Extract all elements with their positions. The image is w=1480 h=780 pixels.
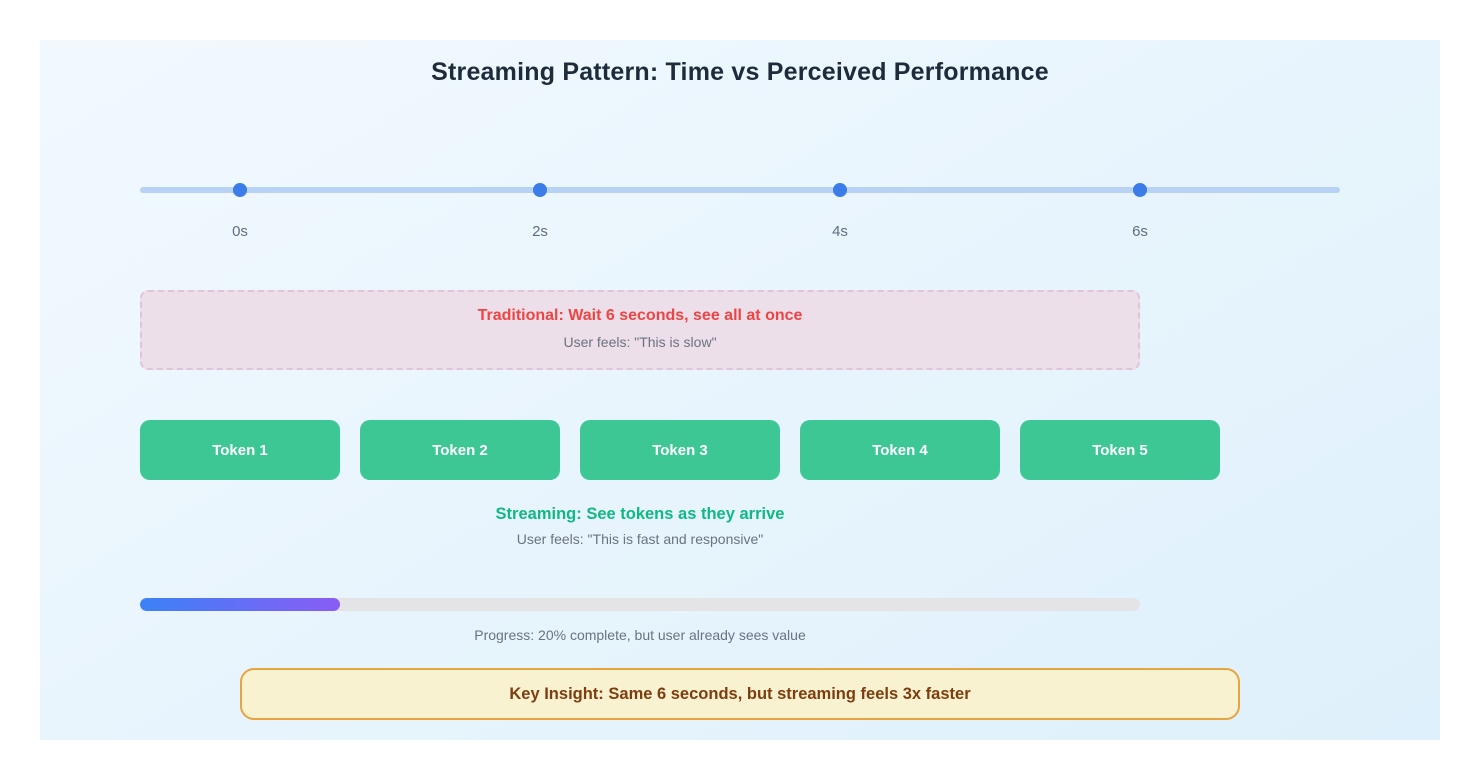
timeline-dot-4s: [833, 183, 847, 197]
timeline-tick-label: 4s: [832, 223, 848, 240]
streaming-token-row: Token 1 Token 2 Token 3 Token 4 Token 5: [140, 420, 1220, 480]
progress-bar-track: [140, 598, 1140, 611]
streaming-heading: Streaming: See tokens as they arrive: [495, 505, 785, 523]
timeline-tick-label: 6s: [1132, 223, 1148, 240]
token-chip-1: Token 1: [140, 420, 340, 480]
token-chip-4: Token 4: [800, 420, 1000, 480]
page-title: Streaming Pattern: Time vs Perceived Per…: [431, 58, 1049, 86]
timeline-tick-label: 0s: [232, 223, 248, 240]
timeline-axis: [140, 187, 1340, 193]
traditional-user-feeling: User feels: "This is slow": [563, 334, 717, 350]
traditional-pattern-box: Traditional: Wait 6 seconds, see all at …: [140, 290, 1140, 370]
timeline-tick-label: 2s: [532, 223, 548, 240]
progress-bar-fill: [140, 598, 340, 611]
traditional-heading: Traditional: Wait 6 seconds, see all at …: [477, 307, 803, 324]
timeline-dot-6s: [1133, 183, 1147, 197]
streaming-user-feeling: User feels: "This is fast and responsive…: [516, 531, 764, 547]
key-insight-box: Key Insight: Same 6 seconds, but streami…: [240, 668, 1240, 720]
token-chip-5: Token 5: [1020, 420, 1220, 480]
timeline-dot-2s: [533, 183, 547, 197]
diagram-panel: Streaming Pattern: Time vs Perceived Per…: [40, 40, 1440, 740]
token-chip-3: Token 3: [580, 420, 780, 480]
timeline-dot-0s: [233, 183, 247, 197]
progress-caption: Progress: 20% complete, but user already…: [474, 627, 806, 643]
key-insight-text: Key Insight: Same 6 seconds, but streami…: [509, 684, 971, 703]
token-chip-2: Token 2: [360, 420, 560, 480]
